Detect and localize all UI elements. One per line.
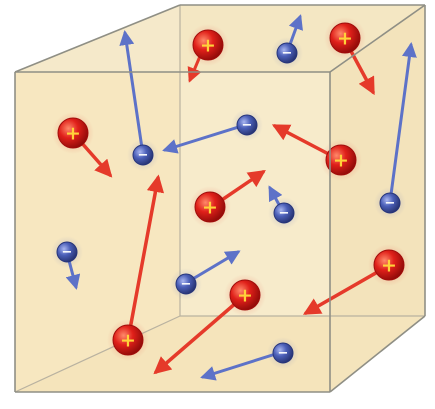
plus-sign: + bbox=[333, 150, 349, 172]
positive-charge-icon: + bbox=[189, 186, 231, 228]
positive-velocity-arrow bbox=[126, 174, 165, 342]
negative-charge-icon: − bbox=[268, 197, 300, 229]
plus-sign: + bbox=[65, 123, 81, 145]
minus-sign: − bbox=[138, 148, 149, 163]
negative-charge-icon: − bbox=[267, 337, 299, 369]
plus-sign: + bbox=[202, 197, 218, 219]
cube-edge bbox=[329, 315, 426, 393]
positive-charge-icon: + bbox=[187, 24, 229, 66]
negative-charge-icon: − bbox=[170, 268, 202, 300]
cube-edge bbox=[329, 4, 426, 73]
positive-charge-icon: + bbox=[107, 319, 149, 361]
negative-velocity-arrow bbox=[388, 42, 417, 204]
cube-front-edges bbox=[14, 4, 426, 393]
negative-charge-icon: − bbox=[51, 236, 83, 268]
positive-charge-icon: + bbox=[320, 139, 362, 181]
plus-sign: + bbox=[237, 285, 253, 307]
plus-sign: + bbox=[120, 330, 136, 352]
plus-sign: + bbox=[337, 28, 353, 50]
minus-sign: − bbox=[62, 245, 73, 260]
minus-sign: − bbox=[279, 206, 290, 221]
positive-charge-icon: + bbox=[324, 17, 366, 59]
particles-layer: − + + − + − + − + − − − + + + − bbox=[51, 14, 417, 381]
cube-edge bbox=[14, 4, 181, 73]
minus-sign: − bbox=[385, 196, 396, 211]
positive-charge-icon: + bbox=[52, 112, 94, 154]
plus-sign: + bbox=[200, 35, 216, 57]
plus-sign: + bbox=[381, 255, 397, 277]
cube-bottom-face bbox=[15, 316, 425, 392]
minus-sign: − bbox=[282, 46, 293, 61]
minus-sign: − bbox=[181, 277, 192, 292]
minus-sign: − bbox=[278, 346, 289, 361]
negative-charge-icon: − bbox=[271, 37, 303, 69]
negative-charge-icon: − bbox=[374, 187, 406, 219]
positive-charge-icon: + bbox=[224, 274, 266, 316]
negative-velocity-arrow bbox=[119, 30, 145, 157]
negative-charge-icon: − bbox=[231, 109, 263, 141]
positive-charge-icon: + bbox=[368, 244, 410, 286]
cube-hidden-edge bbox=[14, 315, 181, 393]
minus-sign: − bbox=[242, 118, 253, 133]
negative-charge-icon: − bbox=[127, 139, 159, 171]
